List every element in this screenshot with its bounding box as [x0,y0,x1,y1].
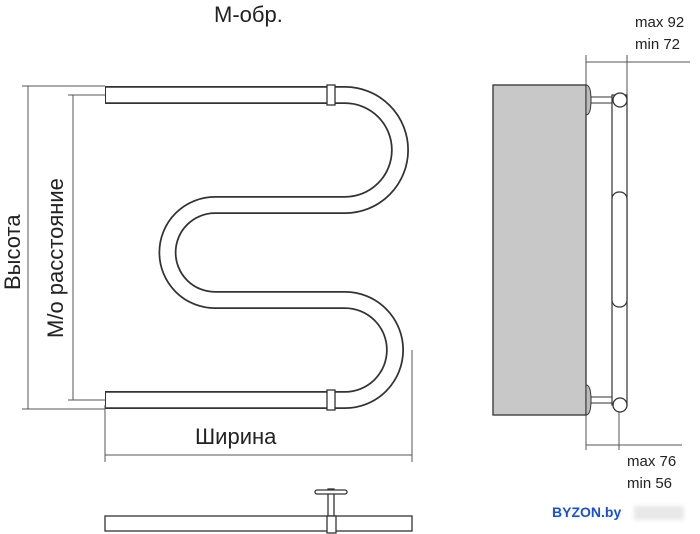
top-dim-max: max 92 [635,14,685,31]
center-distance-label: М/о расстояние [43,178,68,338]
bottom-dim-max: max 76 [627,453,677,470]
watermark-blur [634,506,684,520]
top-dim-min: min 72 [635,36,681,53]
side-view [492,84,628,416]
diagram-title: М-обр. [214,2,283,27]
wall [492,84,587,416]
height-label: Высота [0,214,25,290]
bottom-dim-min: min 56 [627,475,673,492]
top-view [104,488,413,534]
bottom-joint [326,389,336,411]
front-view-tube [105,86,409,409]
width-label: Ширина [195,424,277,449]
top-joint [326,84,336,106]
watermark: BYZON.by [552,504,622,520]
